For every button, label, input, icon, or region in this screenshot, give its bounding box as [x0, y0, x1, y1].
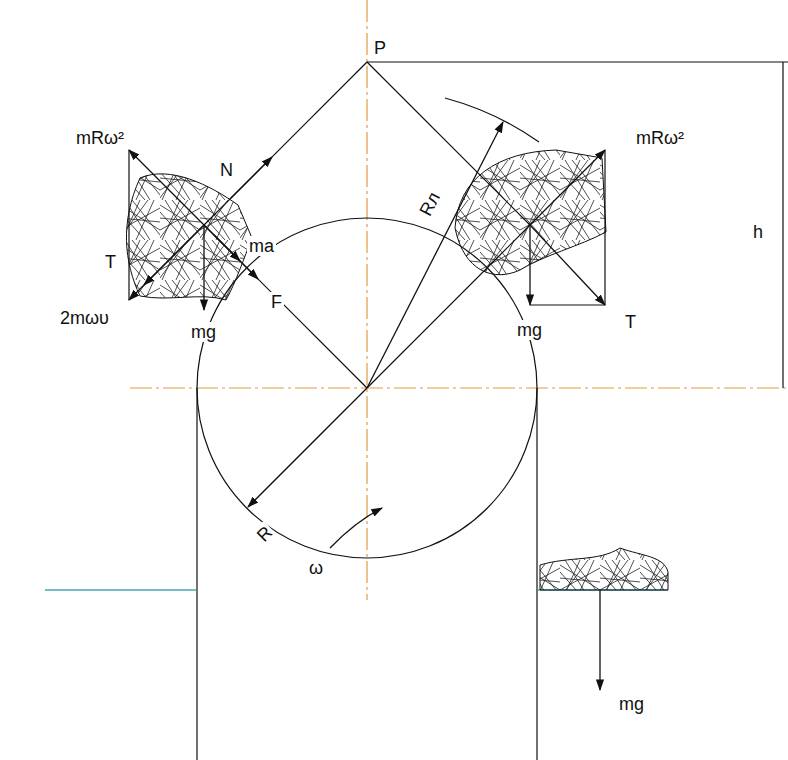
force-label: mRω²	[74, 128, 126, 148]
center-line	[130, 0, 788, 600]
force-label: mg	[189, 322, 218, 342]
force-arrow	[129, 122, 605, 690]
force-label: T	[103, 252, 118, 272]
dimension-label: h	[751, 222, 765, 242]
construction-line	[129, 62, 605, 388]
force-label: F	[269, 292, 284, 312]
force-label: ma	[247, 236, 276, 256]
rotation-label: ω	[307, 558, 325, 578]
force-label: mg	[515, 320, 544, 340]
force-label: T	[623, 312, 638, 332]
force-label: mRω²	[634, 128, 686, 148]
force-label: mg	[617, 694, 646, 714]
housing	[197, 62, 788, 760]
radius-label: R	[251, 521, 277, 547]
pole-label: P	[372, 38, 388, 58]
fiber-tuft	[126, 150, 668, 590]
force-label: 2mωυ	[58, 308, 111, 328]
radius-label: Rл	[415, 187, 445, 221]
force-label: N	[218, 160, 235, 180]
